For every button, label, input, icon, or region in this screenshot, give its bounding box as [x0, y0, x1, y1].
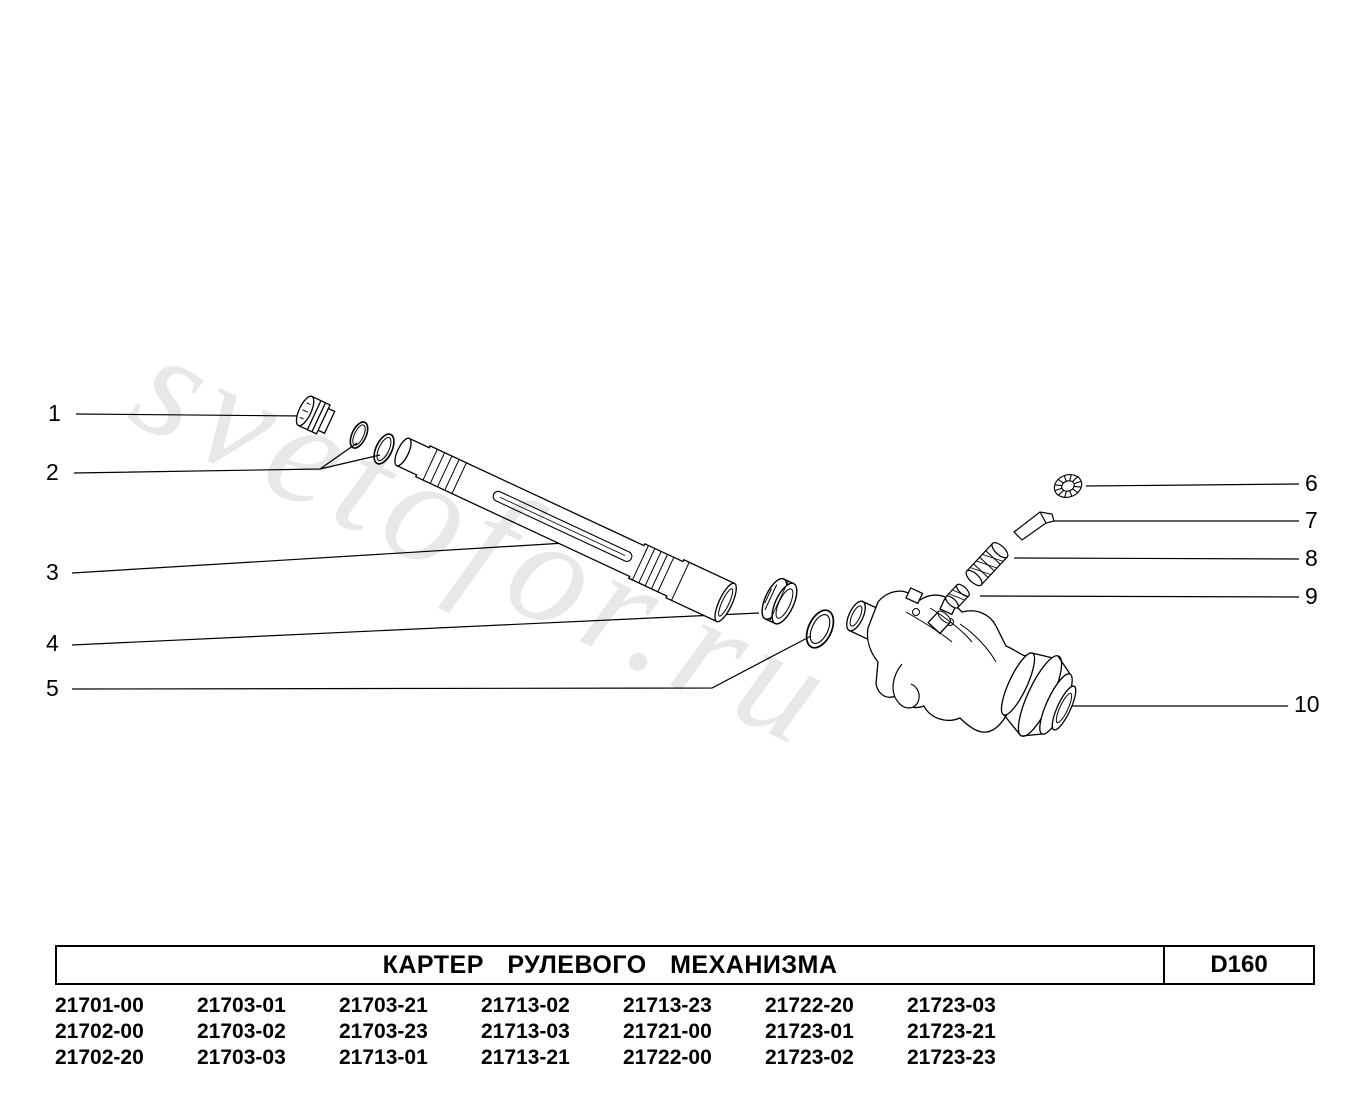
callout-7: 7 — [1305, 507, 1318, 533]
model-number: 21722-20 — [765, 994, 854, 1017]
callout-4: 4 — [46, 630, 59, 656]
model-number: 21713-23 — [623, 994, 712, 1017]
model-number: 21723-03 — [907, 994, 996, 1017]
support-ring — [761, 577, 798, 625]
model-number: 21721-00 — [623, 1020, 712, 1043]
model-number: 21713-21 — [481, 1046, 570, 1069]
washer-ring — [373, 433, 395, 465]
callout-5: 5 — [46, 675, 59, 701]
model-number: 21703-21 — [339, 994, 428, 1017]
model-number: 21702-20 — [55, 1046, 144, 1069]
model-number: 21703-01 — [197, 994, 286, 1017]
star-washer — [1053, 474, 1083, 498]
model-number: 21701-00 — [55, 994, 144, 1017]
model-number: 21723-02 — [765, 1046, 854, 1069]
steering-housing — [846, 587, 1077, 737]
oring-large — [805, 609, 835, 649]
clamp-plate — [1013, 511, 1055, 541]
callout-10: 10 — [1294, 691, 1320, 717]
model-number: 21723-01 — [765, 1020, 854, 1043]
breather-plug — [965, 542, 1009, 587]
section-code: D160 — [1163, 947, 1313, 983]
model-number: 21713-01 — [339, 1046, 428, 1069]
callout-3: 3 — [46, 559, 59, 585]
callout-9: 9 — [1305, 583, 1318, 609]
rack-locknut — [295, 395, 336, 435]
model-number: 21703-23 — [339, 1020, 428, 1043]
leader-lines — [71, 413, 1300, 707]
bushing — [945, 583, 970, 609]
model-number: 21722-00 — [623, 1046, 712, 1069]
rack-tube — [394, 437, 737, 623]
diagram-title: КАРТЕР РУЛЕВОГО МЕХАНИЗМА — [382, 950, 838, 979]
model-number: 21703-02 — [197, 1020, 286, 1043]
model-number-table: 21701-00 21703-01 21703-21 21713-02 2171… — [55, 993, 1049, 1071]
callout-1: 1 — [48, 400, 61, 426]
model-number: 21723-21 — [907, 1020, 996, 1043]
oring-small — [349, 421, 369, 449]
model-number: 21713-02 — [481, 994, 570, 1017]
model-number: 21702-00 — [55, 1020, 144, 1043]
model-number: 21703-03 — [197, 1046, 286, 1069]
callout-8: 8 — [1305, 545, 1318, 571]
callout-6: 6 — [1305, 470, 1318, 496]
model-number: 21713-03 — [481, 1020, 570, 1043]
model-number: 21723-23 — [907, 1046, 996, 1069]
title-bar: КАРТЕР РУЛЕВОГО МЕХАНИЗМА D160 — [55, 945, 1315, 985]
callout-2: 2 — [46, 459, 59, 485]
